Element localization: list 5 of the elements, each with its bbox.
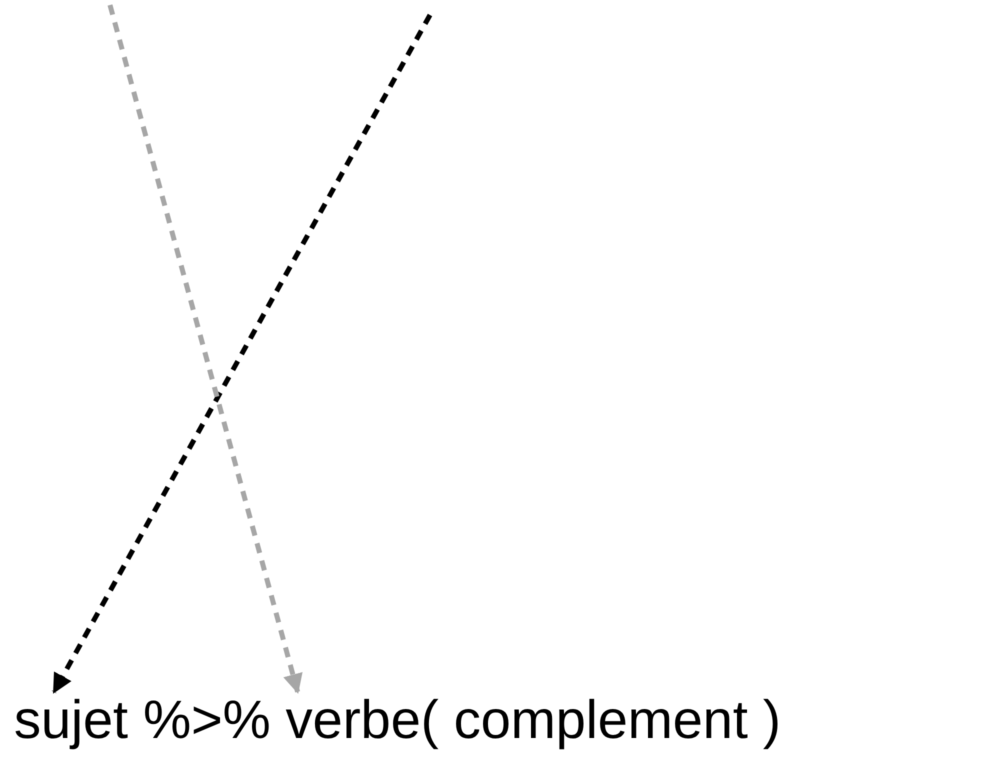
pipe-operator: %>% [143, 689, 271, 752]
code-text: verbe( complement ) [286, 688, 781, 752]
code-text: sujet [14, 688, 128, 752]
arrow [52, 14, 432, 694]
arrow [108, 4, 303, 694]
